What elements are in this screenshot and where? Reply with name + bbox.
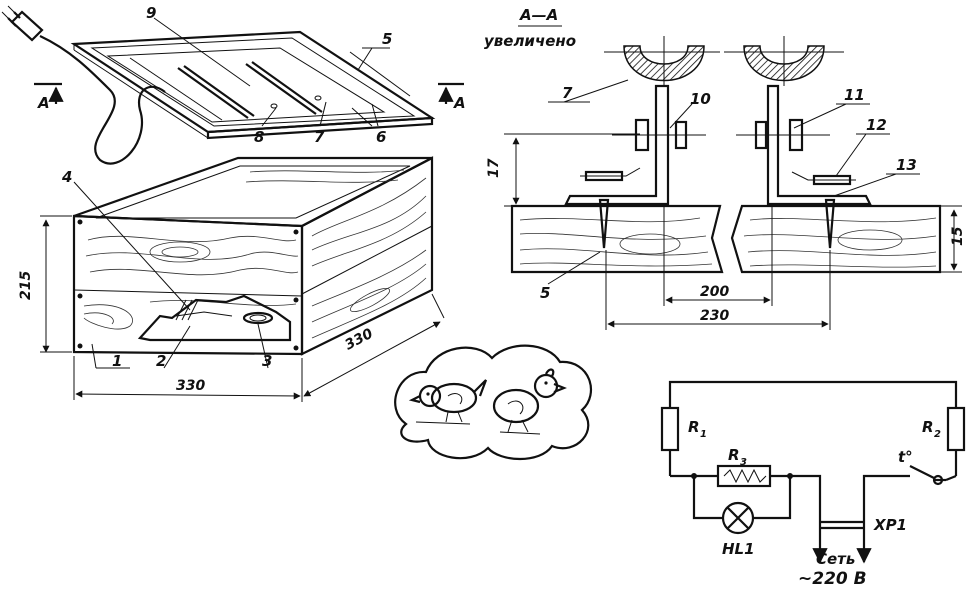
dim-230: 230	[605, 250, 831, 330]
dim-depth: 330	[303, 293, 445, 397]
section-callout-10: 10	[690, 90, 711, 108]
label-voltage: ~220 В	[798, 569, 867, 589]
svg-text:3: 3	[740, 457, 747, 468]
incubator-box	[72, 156, 434, 356]
section-marker-right: A	[438, 82, 466, 112]
power-plug-icon	[1, 5, 44, 42]
chicks-illustration	[394, 344, 592, 460]
wood-base	[510, 204, 942, 274]
callout-9: 9	[146, 4, 156, 22]
svg-text:200: 200	[700, 284, 729, 300]
label-r1: R	[688, 418, 700, 436]
svg-text:17: 17	[486, 158, 502, 178]
right-lamp-holder	[724, 36, 872, 249]
label-thermostat: t°	[898, 448, 913, 466]
dim-width: 330	[73, 356, 303, 402]
section-callout-5: 5	[540, 284, 550, 302]
power-cord	[39, 35, 166, 165]
section-subtitle: увеличено	[484, 32, 576, 50]
section-header: A—A увеличено	[484, 6, 576, 50]
svg-text:330: 330	[342, 326, 376, 354]
thermostat-switch	[909, 465, 935, 479]
resistor-r2	[946, 406, 966, 452]
svg-text:230: 230	[700, 308, 729, 324]
section-callout-13: 13	[896, 156, 917, 174]
resistor-r1	[660, 406, 680, 452]
label-r3: R	[728, 446, 740, 464]
section-title: A—A	[519, 6, 558, 24]
callout-4: 4	[61, 168, 72, 186]
circuit-schematic: R 1 R 2 R 3 HL1 t° XP1	[660, 380, 966, 589]
label-mains: Сеть	[816, 550, 855, 568]
section-callout-7: 7	[562, 84, 573, 102]
dim-height: 215	[18, 215, 72, 353]
svg-text:2: 2	[934, 429, 941, 440]
svg-text:15: 15	[950, 226, 966, 246]
lamp-hl1-icon	[721, 501, 755, 535]
callout-7: 7	[314, 128, 325, 146]
section-callout-12: 12	[866, 116, 887, 134]
section-callout-11: 11	[844, 86, 865, 104]
callout-6: 6	[376, 128, 386, 146]
svg-text:215: 215	[18, 271, 34, 300]
callout-1: 1	[112, 352, 122, 370]
callout-8: 8	[254, 128, 264, 146]
left-lamp-holder	[564, 36, 720, 249]
svg-text:A: A	[453, 94, 466, 112]
svg-text:A: A	[37, 94, 50, 112]
dim-15: 15	[940, 205, 966, 273]
callout-3: 3	[262, 352, 272, 370]
svg-text:1: 1	[700, 429, 707, 440]
label-hl1: HL1	[722, 540, 755, 558]
section-marker-left: A	[34, 82, 64, 112]
dim-200: 200	[663, 206, 773, 306]
dim-17: 17	[486, 133, 640, 207]
callout-5: 5	[382, 30, 392, 48]
label-r2: R	[922, 418, 934, 436]
thermistor-r3	[716, 464, 772, 488]
label-xp1: XP1	[873, 516, 907, 534]
svg-text:330: 330	[176, 378, 205, 394]
callout-2: 2	[156, 352, 166, 370]
lid-assembly	[70, 30, 436, 140]
